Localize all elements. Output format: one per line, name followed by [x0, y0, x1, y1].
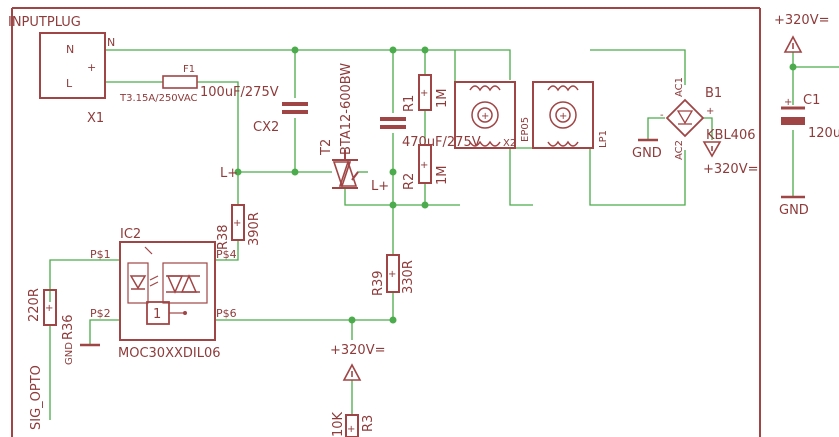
vcc-arrow-bridge: +320V=: [702, 141, 759, 177]
input-plug-x1: INPUTPLUG N L N + X1: [8, 15, 115, 126]
gnd-label-r36: GND: [64, 342, 75, 365]
junctions: [234, 46, 797, 324]
fuse-f1: F1 T3.15A/250VAC: [119, 64, 198, 104]
r39-value: 330R: [401, 260, 416, 294]
r3-plus-mark: +: [347, 424, 355, 435]
x1-plus-mark: +: [87, 61, 96, 74]
ac2-label: AC2: [674, 140, 685, 160]
frame-border: [11, 7, 761, 437]
r38-value: 390R: [247, 212, 262, 246]
l-plus-label-left: L+: [220, 166, 238, 181]
zero-cross-label: 1: [153, 307, 161, 322]
transformer-block-2: + LP1: [532, 81, 609, 149]
t2-designator: T2: [319, 139, 334, 156]
ic2-part-number: MOC30XXDIL06: [118, 346, 221, 361]
pin-p1-label: P$1: [90, 248, 111, 261]
r3-value: 10K: [331, 411, 346, 437]
pin-p2-label: P$2: [90, 307, 111, 320]
ep05-label: EP05: [520, 117, 531, 142]
tb2-plus-mark: +: [559, 111, 567, 122]
gnd-label-right: GND: [779, 203, 809, 218]
t2-part-number: BTA12-600BW: [339, 63, 354, 155]
cx2-designator: CX2: [253, 120, 279, 135]
vcc-label-bottom: +320V=: [330, 343, 386, 358]
resistor-r2: + R2 1M: [402, 144, 450, 190]
capacitor-c1: C1 120u +: [781, 93, 839, 141]
r38-plus-mark: +: [233, 218, 241, 229]
b1-minus-mark: -: [660, 110, 664, 121]
r2-plus-mark: +: [420, 160, 428, 171]
gnd-symbol-right: GND: [779, 195, 809, 218]
r1-designator: R1: [402, 95, 417, 112]
pin-p6-label: P$6: [216, 307, 237, 320]
b1-designator: B1: [705, 86, 722, 101]
vcc-arrow-top-right: +320V=: [774, 13, 830, 53]
inputplug-label: INPUTPLUG: [8, 15, 81, 30]
vcc-label-bridge: +320V=: [703, 162, 759, 177]
resistor-r1: + R1 1M: [402, 74, 450, 112]
resistor-r36: + 220R R36 GND: [27, 288, 76, 365]
capacitor-cx2: 100uF/275V CX2: [200, 85, 308, 135]
tb1-x-label: X2: [503, 138, 516, 149]
vcc-label-top-right: +320V=: [774, 13, 830, 28]
r1-plus-mark: +: [420, 88, 428, 99]
pin-p4-label: P$4: [216, 248, 237, 261]
pin-n-label: N: [66, 43, 74, 56]
cx2-value: 100uF/275V: [200, 85, 279, 100]
c1-plus-mark: +: [784, 97, 792, 108]
r39-designator: R39: [371, 270, 386, 296]
r2-value: 1M: [435, 166, 450, 186]
r36-plus-mark: +: [45, 303, 53, 314]
c1-designator: C1: [803, 93, 820, 108]
capacitor-470uf: 470uF/275V: [380, 117, 481, 150]
r36-designator: R36: [61, 314, 76, 340]
pin-n-ext-label: N: [107, 36, 115, 49]
r38-designator: R38: [216, 224, 231, 250]
f1-designator: F1: [183, 64, 195, 75]
optocoupler-ic2: IC2 MOC30XXDIL06 P$1 P$2 P$4 P$6 1: [90, 227, 237, 361]
r3-designator: R3: [361, 415, 376, 432]
ic2-designator: IC2: [120, 227, 141, 242]
pin-l-label: L: [66, 77, 73, 90]
l-plus-label-triac: L+: [371, 179, 389, 194]
resistor-r3: + R3 10K: [331, 411, 376, 437]
tb1-plus-mark: +: [481, 111, 489, 122]
sig-opto-label: SIG_OPTO: [29, 365, 44, 430]
transformer-block-1: + X2 EP05: [454, 81, 531, 149]
resistor-r39: + R39 330R: [371, 254, 416, 296]
gnd-label-bridge: GND: [632, 146, 662, 161]
lp1-label: LP1: [598, 130, 609, 148]
c1-value: 120u: [808, 126, 839, 141]
resistor-r38: + R38 390R: [216, 204, 262, 250]
r2-designator: R2: [402, 173, 417, 190]
vcc-arrow-bottom: +320V=: [330, 343, 386, 381]
ac1-label: AC1: [674, 77, 685, 97]
f1-rating: T3.15A/250VAC: [119, 93, 198, 104]
x1-designator: X1: [87, 111, 104, 126]
r36-value: 220R: [27, 288, 42, 322]
bridge-part-number: KBL406: [706, 128, 756, 143]
r1-value: 1M: [435, 89, 450, 109]
gnd-symbol-bridge: GND: [632, 138, 662, 161]
bridge-rectifier-b1: B1 AC1 AC2 - + KBL406: [660, 77, 756, 160]
triac-t2: T2 BTA12-600BW: [319, 63, 359, 189]
r39-plus-mark: +: [388, 269, 396, 280]
b1-plus-mark: +: [706, 106, 714, 117]
cap470-value: 470uF/275V: [402, 135, 481, 150]
